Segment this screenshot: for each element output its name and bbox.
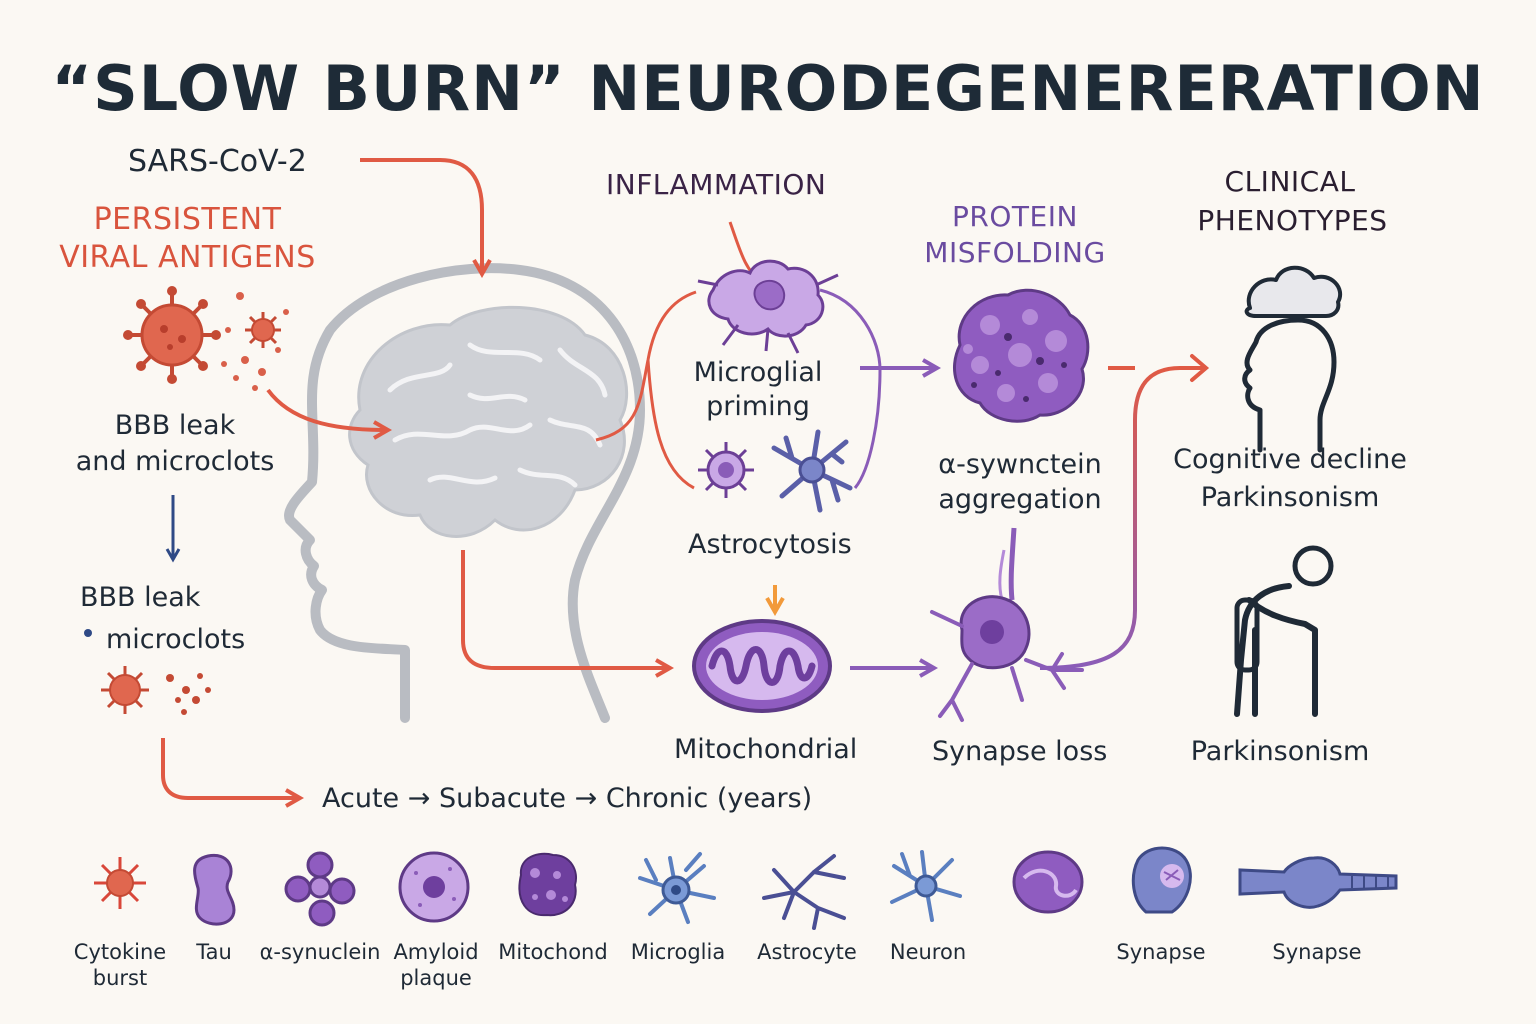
legend-synapse-axon-icon	[1238, 856, 1398, 909]
parkinsonism-label-2: Parkinsonism	[1190, 736, 1370, 767]
legend-mitochondrion-icon	[518, 852, 577, 917]
cognitive-decline-label: Cognitive decline	[1173, 444, 1407, 475]
priming-label: priming	[706, 391, 810, 422]
synapse-loss-label: Synapse loss	[932, 736, 1108, 767]
legend-astrocyte-icon	[762, 854, 846, 930]
mitochondrion-icon	[692, 619, 832, 713]
antigens-to-brain-arrow	[266, 388, 393, 440]
synapse-to-phenotype-arrow	[1039, 354, 1210, 670]
sars-cov-2-label: SARS-CoV-2	[128, 144, 307, 179]
head-silhouette-icon	[284, 263, 645, 723]
protein-aggregate-icon	[953, 288, 1090, 423]
legend-amyloid-icon	[398, 851, 470, 923]
legend-label: Microglia	[630, 940, 726, 964]
legend-synapse-head-icon	[1131, 846, 1192, 914]
alpha-synuclein-label: α-sywnctein	[938, 449, 1102, 480]
legend-label: Synapse	[1116, 940, 1206, 964]
persistent-label: PERSISTENT	[93, 202, 282, 237]
mitochondrial-label: Mitochondrial	[674, 734, 858, 765]
astrocytosis-label: Astrocytosis	[688, 529, 852, 560]
timeline-label: Acute → Subacute → Chronic (years)	[322, 783, 813, 814]
parkinsonism-label-1: Parkinsonism	[1200, 482, 1380, 513]
phenotypes-header: PHENOTYPES	[1197, 204, 1388, 237]
legend-label: plaque	[400, 966, 472, 990]
bbb-leak-label-2: BBB leak	[80, 582, 201, 613]
brain-to-inflammation-bracket	[595, 290, 697, 490]
virus-icon-lower	[101, 666, 149, 714]
microglial-label: Microglial	[693, 357, 823, 388]
protein-header: PROTEIN	[952, 200, 1078, 233]
legend-neuron-icon	[890, 850, 962, 922]
legend-label: α-synuclein	[259, 940, 381, 964]
legend-label: Astrocyte	[757, 940, 857, 964]
legend-synuclein-icon	[284, 851, 356, 927]
microclots-label-2: microclots	[106, 624, 246, 655]
legend-microglia-icon	[638, 852, 716, 924]
legend-label: Tau	[196, 940, 232, 964]
legend-vesicle-icon	[1012, 850, 1084, 914]
microglia-to-aggregation-arrow	[819, 288, 942, 489]
legend-label: Cytokine	[73, 940, 167, 964]
clinical-header: CLINICAL	[1224, 165, 1356, 198]
brain-to-mitochondria-arrow	[461, 550, 675, 678]
aggregation-label: aggregation	[938, 484, 1102, 515]
inflammation-header: INFLAMMATION	[606, 168, 827, 201]
timeline-arrow	[161, 738, 305, 808]
virus-small-icon	[245, 312, 281, 348]
misfolding-header: MISFOLDING	[924, 236, 1106, 269]
degenerating-neuron-icon	[930, 527, 1084, 722]
brain-icon	[348, 305, 628, 538]
legend-cytokine-icon	[94, 857, 146, 909]
legend-label: Neuron	[889, 940, 967, 964]
legend-label: burst	[92, 966, 148, 990]
parkinsonism-figure-icon	[1234, 545, 1334, 717]
legend-tau-icon	[193, 853, 236, 926]
page-title: “SLOW BURN” NEURODEGENERERATION	[51, 52, 1485, 125]
cognitive-head-icon	[1242, 265, 1342, 453]
virus-icon	[123, 286, 221, 384]
bullet-icon	[84, 629, 92, 637]
legend-label: Synapse	[1272, 940, 1362, 964]
legend-label: Mitochond	[498, 940, 608, 964]
antigen-particles-icon	[221, 292, 289, 391]
bbb-leak-label: BBB leak	[114, 410, 236, 441]
microclots-label: and microclots	[75, 446, 275, 477]
microclot-particles-icon	[166, 673, 211, 715]
microglia-cell-icon	[697, 259, 839, 354]
viral-antigens-label: VIRAL ANTIGENS	[59, 240, 316, 275]
activated-microglia-icon	[698, 442, 754, 498]
sars-to-brain-arrow	[360, 158, 492, 279]
astrocyte-cell-icon	[771, 429, 853, 513]
legend-label: Amyloid	[393, 940, 479, 964]
